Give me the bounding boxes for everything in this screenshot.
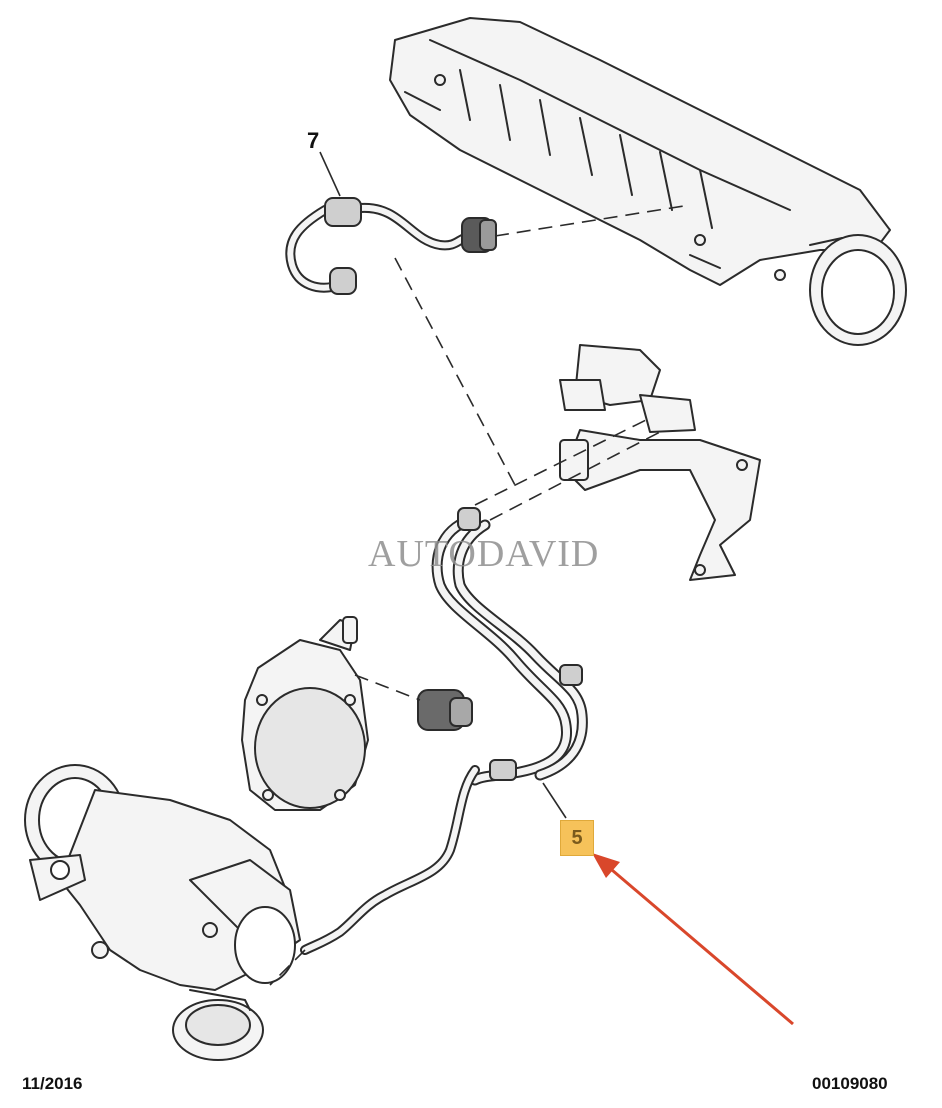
callout-7: 7 [307, 128, 320, 153]
turbocharger [24, 764, 301, 1061]
callout-5-highlight: 5 [560, 820, 594, 856]
leader-lines [319, 151, 567, 819]
dashed-connection-lines [269, 204, 691, 986]
hose-connector [417, 689, 473, 731]
watermark: AUTODAVID [368, 533, 600, 575]
footer-date: 11/2016 [22, 1074, 83, 1093]
hose-part-5 [300, 507, 588, 955]
footer-reference-number: 00109080 [812, 1074, 888, 1093]
solenoid-valve-bracket [559, 344, 761, 581]
hose-part-7 [285, 197, 497, 295]
vacuum-pump [241, 616, 369, 811]
red-pointer-arrow [592, 853, 794, 1026]
intake-manifold [389, 17, 907, 346]
